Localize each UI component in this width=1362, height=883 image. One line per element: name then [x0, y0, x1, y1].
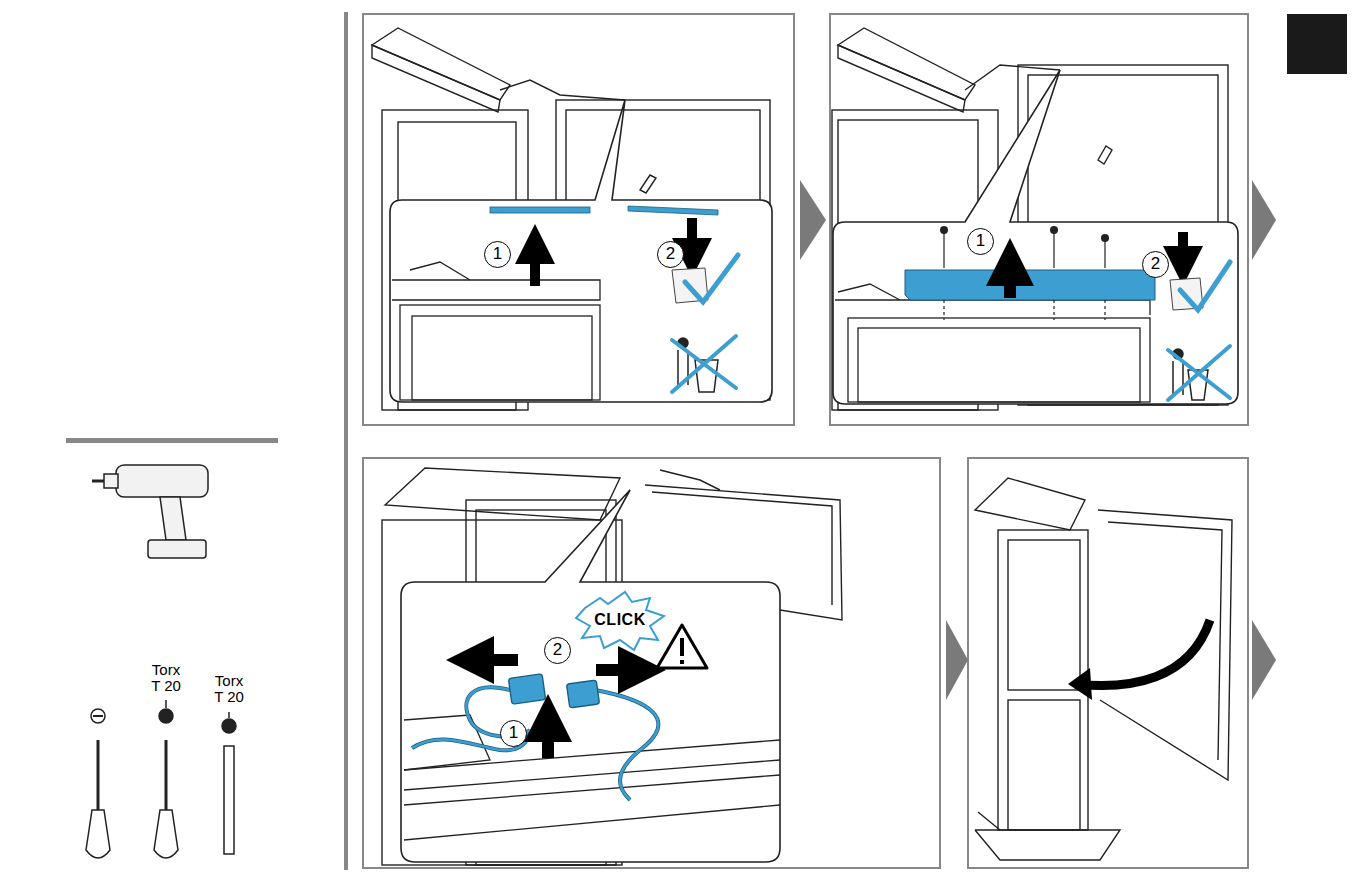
zoom-callout-2 — [833, 70, 1238, 404]
tool-size-label: Torx T 20 — [146, 662, 186, 694]
tool-size-label: Torx T 20 — [209, 673, 249, 705]
warning-triangle — [657, 625, 707, 668]
tools-rule — [66, 438, 278, 443]
fridge-panel-4 — [975, 478, 1232, 860]
panel-frames — [363, 14, 1248, 868]
callout-number: 1 — [967, 228, 994, 255]
zoom-callout-1 — [390, 100, 772, 402]
callout-number: 1 — [500, 720, 527, 747]
zoom-callout-3 — [401, 490, 780, 862]
click-label: CLICK — [587, 610, 653, 630]
divider-line — [344, 12, 348, 870]
fridge-panel-3 — [382, 468, 842, 865]
callout-number: 2 — [544, 637, 571, 664]
language-tab — [1287, 14, 1347, 74]
screwdriver-icons — [86, 700, 236, 858]
callout-number: 2 — [1142, 251, 1169, 278]
callout-number: 1 — [484, 241, 511, 268]
callout-number: 2 — [657, 241, 684, 268]
drill-icon — [92, 465, 208, 558]
swing-arrow — [1075, 620, 1210, 686]
